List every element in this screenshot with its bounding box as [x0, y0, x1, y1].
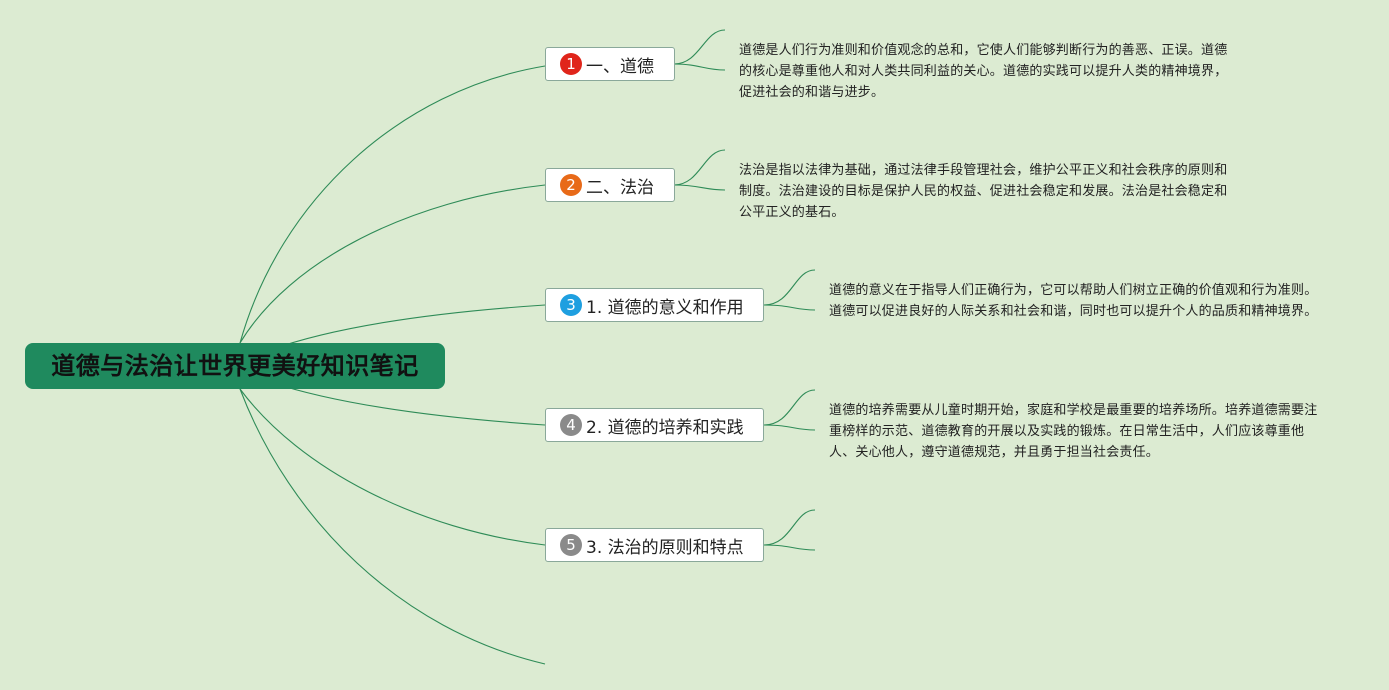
connector-branch-3-desc [763, 269, 816, 311]
branch-label-1: 一、道德 [586, 56, 654, 77]
number-badge-5: 5 [560, 534, 582, 556]
connector-root-branch-4 [269, 381, 546, 426]
branch-node-4[interactable]: 4 2. 道德的培养和实践 [545, 408, 764, 442]
root-topic[interactable]: 道德与法治让世界更美好知识笔记 [25, 343, 445, 389]
number-badge-3: 3 [560, 294, 582, 316]
connector-branch-2-desc [673, 149, 726, 191]
branch-label-4: 2. 道德的培养和实践 [586, 417, 744, 438]
number-badge-2: 2 [560, 174, 582, 196]
branch-description-3: 道德的意义在于指导人们正确行为，它可以帮助人们树立正确的价值观和行为准则。道德可… [829, 283, 1318, 319]
connector-branch-4-desc [763, 389, 816, 431]
branch-node-1[interactable]: 1 一、道德 [545, 47, 675, 81]
branch-label-5: 3. 法治的原则和特点 [586, 537, 744, 558]
number-badge-1: 1 [560, 53, 582, 75]
connector-root-branch-1 [239, 65, 546, 344]
connector-root-branch-3 [269, 304, 546, 351]
connector-root-branch-5 [239, 388, 546, 546]
connector-branch-1-desc [673, 29, 726, 71]
connector-branch-5-desc [763, 509, 816, 551]
branch-label-2: 二、法治 [586, 177, 654, 198]
branch-description-4: 道德的培养需要从儿童时期开始，家庭和学校是最重要的培养场所。培养道德需要注重榜样… [829, 403, 1318, 460]
branch-description-2: 法治是指以法律为基础，通过法律手段管理社会，维护公平正义和社会秩序的原则和制度。… [739, 163, 1228, 220]
number-badge-4: 4 [560, 414, 582, 436]
connector-root-extra [239, 388, 546, 665]
branch-description-1: 道德是人们行为准则和价值观念的总和，它使人们能够判断行为的善恶、正误。道德的核心… [739, 43, 1228, 100]
branch-node-5[interactable]: 5 3. 法治的原则和特点 [545, 528, 764, 562]
branch-node-2[interactable]: 2 二、法治 [545, 168, 675, 202]
branch-label-3: 1. 道德的意义和作用 [586, 297, 744, 318]
connector-root-branch-2 [239, 184, 546, 344]
branch-node-3[interactable]: 3 1. 道德的意义和作用 [545, 288, 764, 322]
